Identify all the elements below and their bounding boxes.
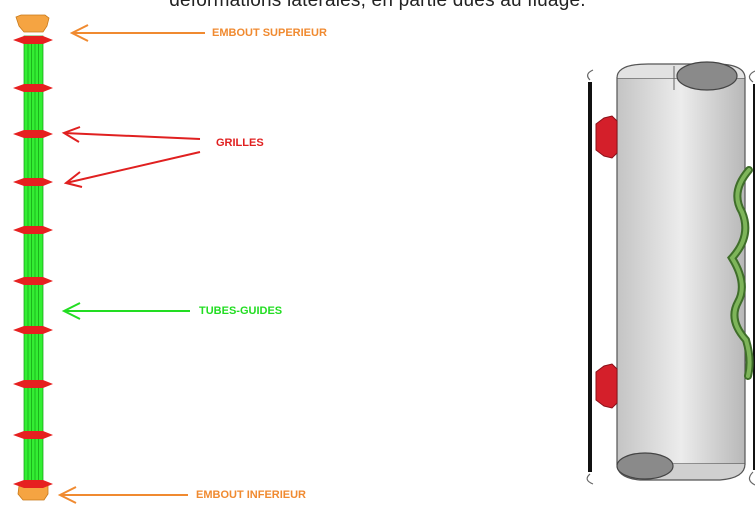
- top-nozzle: [15, 14, 50, 33]
- top-nozzle-label: EMBOUT SUPERIEUR: [212, 27, 327, 39]
- spacer-grid: [13, 431, 53, 439]
- deformation-illustration: [586, 61, 755, 486]
- spacer-grid: [13, 36, 53, 44]
- cylinder-top-opening: [676, 61, 738, 91]
- arrow-bottom-nozzle: [57, 486, 188, 504]
- spacer-grid: [13, 226, 53, 234]
- caption-fragment: déformations latérales, en partie dues a…: [169, 0, 586, 11]
- guide-tubes-label: TUBES-GUIDES: [199, 305, 283, 317]
- grid-spring-upper: [595, 115, 618, 159]
- fuel-assembly: [13, 14, 53, 501]
- spacer-grid: [13, 178, 53, 186]
- grid-spring-lower: [595, 363, 618, 409]
- guide-tube-bundle: [23, 35, 44, 485]
- arrow-grids: [61, 126, 201, 188]
- spacer-grid: [13, 130, 53, 138]
- arrow-top-nozzle: [69, 24, 205, 42]
- spacer-grid: [13, 326, 53, 334]
- arrow-guide-tubes: [61, 302, 190, 320]
- cylinder-bottom-opening: [616, 452, 674, 480]
- grids-label: GRILLES: [216, 137, 264, 149]
- spacer-grid: [13, 277, 53, 285]
- bottom-nozzle-label: EMBOUT INFERIEUR: [196, 489, 306, 501]
- spacer-grid: [13, 480, 53, 488]
- spacer-grids: [13, 36, 53, 488]
- spacer-grid: [13, 380, 53, 388]
- spacer-grid: [13, 84, 53, 92]
- fuel-rod-cylinder: [616, 77, 746, 465]
